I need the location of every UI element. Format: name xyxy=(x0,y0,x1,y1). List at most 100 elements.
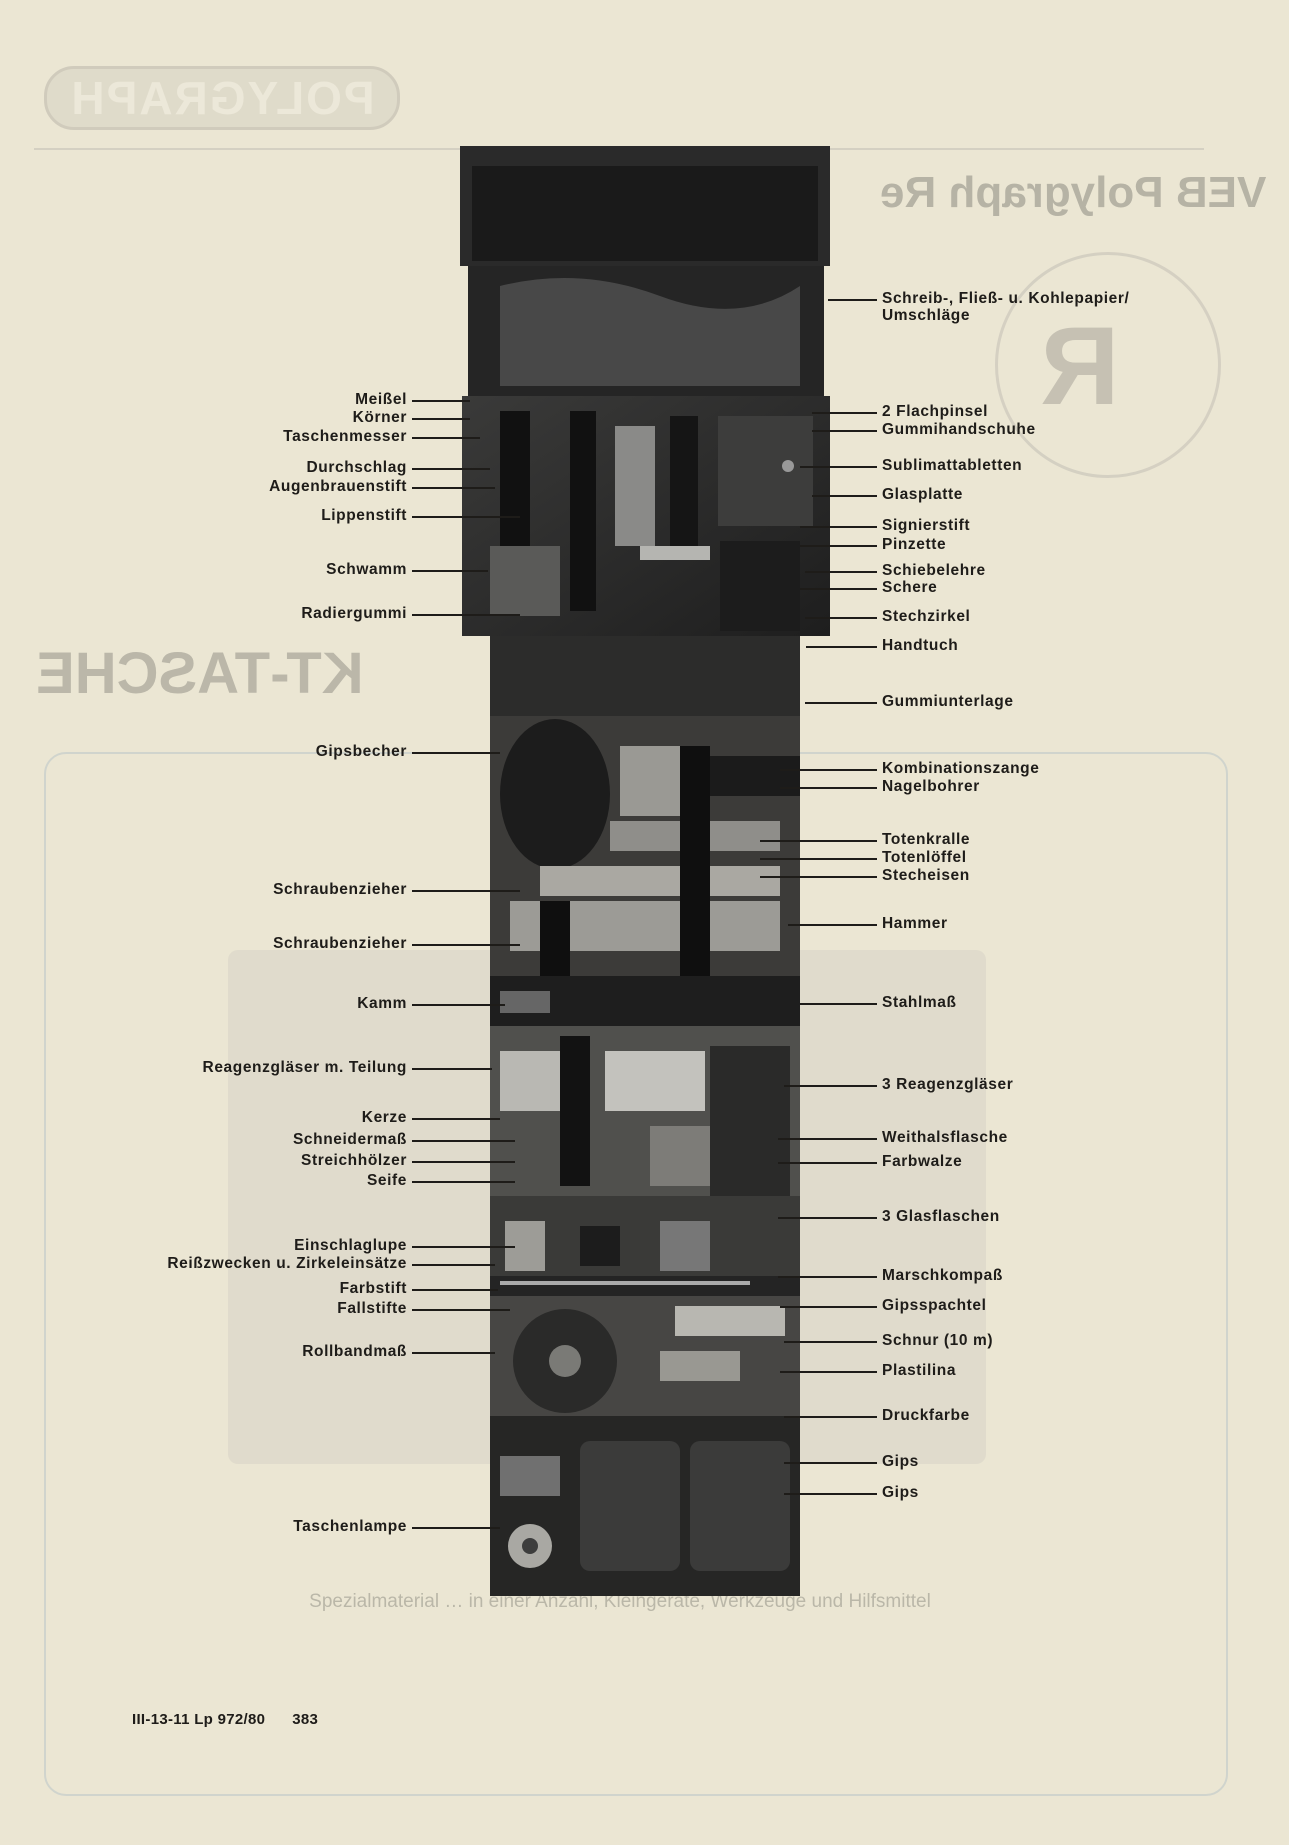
leader-line xyxy=(778,1162,877,1164)
callout-label-right: Plastilina xyxy=(882,1362,957,1379)
leader-line xyxy=(784,1462,877,1464)
leader-line xyxy=(412,516,520,518)
leader-line xyxy=(800,1003,877,1005)
callout-label-left: Lippenstift xyxy=(321,507,407,524)
callout-label-right: Weithalsflasche xyxy=(882,1129,1008,1146)
callout-label-right: Stecheisen xyxy=(882,867,970,884)
leader-line xyxy=(412,437,480,439)
ghost-heading: KT-TASCHE xyxy=(36,641,364,706)
leader-line xyxy=(412,944,520,946)
leader-line xyxy=(412,752,500,754)
leader-line xyxy=(778,1276,877,1278)
leader-line xyxy=(412,468,490,470)
leader-line xyxy=(805,702,877,704)
leader-line xyxy=(412,1289,498,1291)
leader-line xyxy=(412,1352,495,1354)
callout-label-left: Kerze xyxy=(361,1109,407,1126)
leader-line xyxy=(788,924,877,926)
leader-line xyxy=(805,617,877,619)
footer-page-number: 383 xyxy=(292,1711,319,1728)
callout-label-left: Seife xyxy=(366,1172,407,1189)
callout-label-left: Fallstifte xyxy=(337,1300,407,1317)
leader-line xyxy=(784,1493,877,1495)
callout-label-right: Stahlmaß xyxy=(882,994,957,1011)
callout-label-left: Schneidermaß xyxy=(292,1131,407,1148)
leader-line xyxy=(760,876,877,878)
callout-label-right: Schreib-, Fließ- u. Kohlepapier/ Umschlä… xyxy=(882,290,1130,324)
callout-label-right: Nagelbohrer xyxy=(882,778,980,795)
callout-label-left: Körner xyxy=(352,409,407,426)
footer-code: III-13-11 Lp 972/80 383 xyxy=(132,1711,318,1728)
callout-label-left: Streichhölzer xyxy=(301,1152,407,1169)
leader-line xyxy=(800,545,877,547)
callout-label-right: Schiebelehre xyxy=(882,562,986,579)
callout-label-right: Pinzette xyxy=(882,536,947,553)
leader-line xyxy=(805,571,877,573)
callout-label-right: Druckfarbe xyxy=(882,1407,970,1424)
callout-label-left: Meißel xyxy=(355,391,407,408)
callout-label-right: Gummihandschuhe xyxy=(882,421,1036,438)
leader-line xyxy=(800,588,877,590)
callout-label-right: Sublimattabletten xyxy=(882,457,1023,474)
callout-label-right: Schnur (10 m) xyxy=(882,1332,994,1349)
callout-label-left: Durchschlag xyxy=(306,459,407,476)
leader-line xyxy=(412,614,520,616)
leader-line xyxy=(778,1217,877,1219)
leader-line xyxy=(412,487,495,489)
leader-line xyxy=(800,466,877,468)
callout-label-left: Reagenzgläser m. Teilung xyxy=(202,1059,407,1076)
leader-line xyxy=(412,418,470,420)
callout-label-left: Schraubenzieher xyxy=(273,881,407,898)
leader-line xyxy=(780,1371,877,1373)
callout-label-right: Hammer xyxy=(882,915,948,932)
leader-line xyxy=(412,1161,515,1163)
callout-label-right: Marschkompaß xyxy=(882,1267,1003,1284)
leader-line xyxy=(828,299,877,301)
callout-label-left: Taschenmesser xyxy=(283,428,407,445)
callout-label-left: Reißzwecken u. Zirkeleinsätze xyxy=(167,1255,407,1272)
callout-label-left: Radiergummi xyxy=(301,605,407,622)
leader-line xyxy=(780,787,877,789)
leader-line xyxy=(412,890,520,892)
leader-line xyxy=(412,570,488,572)
callout-label-right: 2 Flachpinsel xyxy=(882,403,988,420)
leader-line xyxy=(412,1264,495,1266)
leader-line xyxy=(812,412,877,414)
footer-print-code: III-13-11 Lp 972/80 xyxy=(132,1711,266,1728)
callout-label-left: Rollbandmaß xyxy=(302,1343,407,1360)
leader-line xyxy=(412,1527,500,1529)
callout-label-right: Gummiunterlage xyxy=(882,693,1014,710)
leader-line xyxy=(784,1416,877,1418)
callout-label-left: Gipsbecher xyxy=(315,743,407,760)
leader-line xyxy=(780,1306,877,1308)
callout-label-right: Kombinationszange xyxy=(882,760,1040,777)
ghost-company-name: VEB Polygraph Re xyxy=(880,168,1267,217)
callout-label-left: Kamm xyxy=(357,995,407,1012)
leader-line xyxy=(800,526,877,528)
callout-label-right: Stechzirkel xyxy=(882,608,971,625)
callout-label-right: Totenkralle xyxy=(882,831,971,848)
leader-line xyxy=(780,769,877,771)
leader-line xyxy=(812,430,877,432)
leader-line xyxy=(784,1341,877,1343)
callout-label-right: Gips xyxy=(882,1453,919,1470)
leader-line xyxy=(412,1068,492,1070)
callout-label-right: Signierstift xyxy=(882,517,971,534)
leader-line xyxy=(412,1181,515,1183)
callout-label-right: Glasplatte xyxy=(882,486,963,503)
leader-line xyxy=(784,1085,877,1087)
callout-label-left: Einschlaglupe xyxy=(294,1237,407,1254)
callout-label-left: Augenbrauenstift xyxy=(269,478,407,495)
leader-line xyxy=(412,1140,515,1142)
leader-line xyxy=(412,1309,510,1311)
leader-line xyxy=(412,1118,500,1120)
callout-label-right: Handtuch xyxy=(882,637,959,654)
callout-label-right: Gips xyxy=(882,1484,919,1501)
leader-line xyxy=(760,858,877,860)
ghost-stamp-logo: R xyxy=(995,252,1221,478)
leader-line xyxy=(412,1004,505,1006)
callout-label-right: 3 Glasflaschen xyxy=(882,1208,1000,1225)
ghost-brand-logo: POLYGRAPH xyxy=(44,66,400,130)
leader-line xyxy=(412,1246,515,1248)
callout-label-right: Totenlöffel xyxy=(882,849,967,866)
